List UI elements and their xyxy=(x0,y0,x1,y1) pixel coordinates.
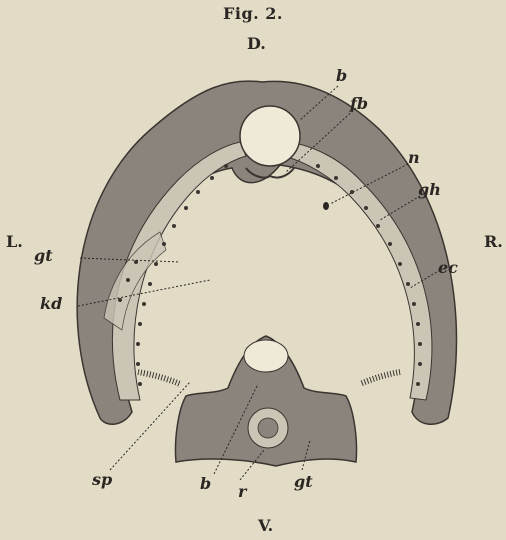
orientation-left: L. xyxy=(6,234,23,250)
label-sp: sp xyxy=(92,472,112,488)
label-n: n xyxy=(408,150,420,166)
label-r: r xyxy=(238,484,246,500)
label-gh: gh xyxy=(418,182,441,198)
figure-title: Fig. 2. xyxy=(0,4,506,23)
left-connector xyxy=(138,372,180,384)
label-b-top: b xyxy=(336,68,347,84)
label-b-bottom: b xyxy=(200,476,211,492)
right-connector xyxy=(360,372,400,384)
nucleus-n xyxy=(323,202,329,210)
orientation-right: R. xyxy=(484,234,503,250)
dorsal-opening xyxy=(240,106,300,166)
rosette-inner xyxy=(258,418,278,438)
label-gt-left: gt xyxy=(34,248,53,264)
orientation-ventral: V. xyxy=(258,518,273,534)
label-kd: kd xyxy=(40,296,62,312)
orientation-dorsal: D. xyxy=(247,36,266,52)
label-gt-bottom: gt xyxy=(294,474,313,490)
ventral-top-opening xyxy=(244,340,288,372)
label-ec: ec xyxy=(438,260,458,276)
label-fb: fb xyxy=(350,96,368,112)
